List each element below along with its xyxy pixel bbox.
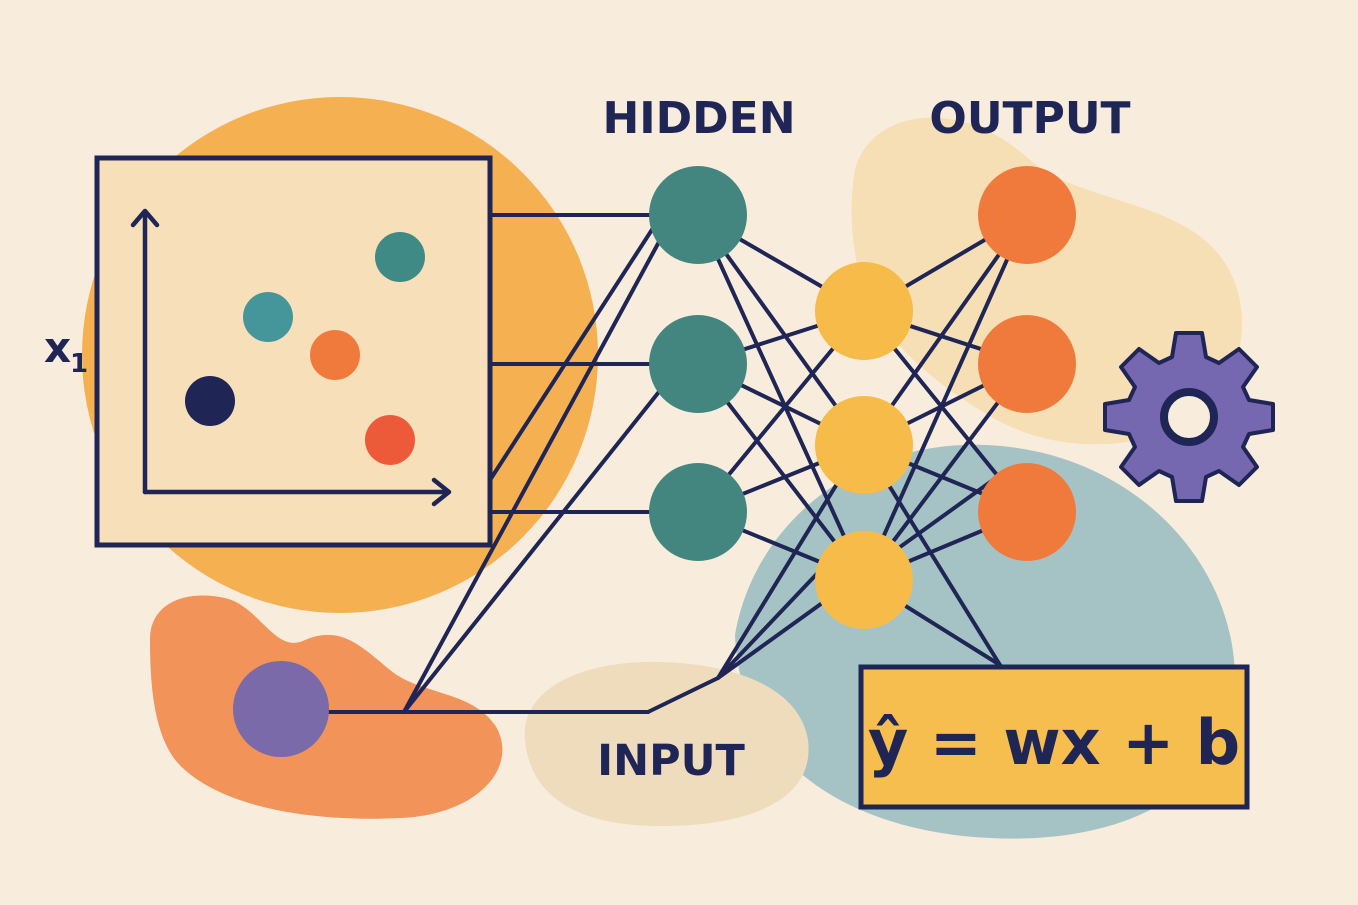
- hidden-node: [649, 166, 747, 264]
- output-node: [978, 463, 1076, 561]
- output-layer-label: OUTPUT: [929, 93, 1130, 144]
- equation-text: ŷ = wx + b: [868, 706, 1240, 779]
- hidden-node: [649, 315, 747, 413]
- x1-axis-label: x: [44, 323, 71, 372]
- middle-node: [815, 531, 913, 629]
- scatter-plot-axes: [130, 208, 452, 507]
- hidden-layer-label: HIDDEN: [602, 93, 795, 144]
- output-node: [978, 166, 1076, 264]
- input-layer-label: INPUT: [597, 736, 745, 786]
- scatter-point: [185, 376, 235, 426]
- scatter-point: [375, 232, 425, 282]
- input-label-blob: [524, 661, 809, 827]
- scatter-plot-panel: [94, 155, 493, 548]
- equation-box: [858, 664, 1250, 810]
- input-node: [233, 661, 329, 757]
- hidden-node: [649, 463, 747, 561]
- scatter-point: [365, 415, 415, 465]
- scatter-point: [310, 330, 360, 380]
- output-node: [978, 315, 1076, 413]
- gear-icon: [1103, 331, 1275, 503]
- middle-node: [815, 396, 913, 494]
- scatter-point: [243, 292, 293, 342]
- middle-node: [815, 262, 913, 360]
- x1-axis-subscript: 1: [70, 349, 88, 379]
